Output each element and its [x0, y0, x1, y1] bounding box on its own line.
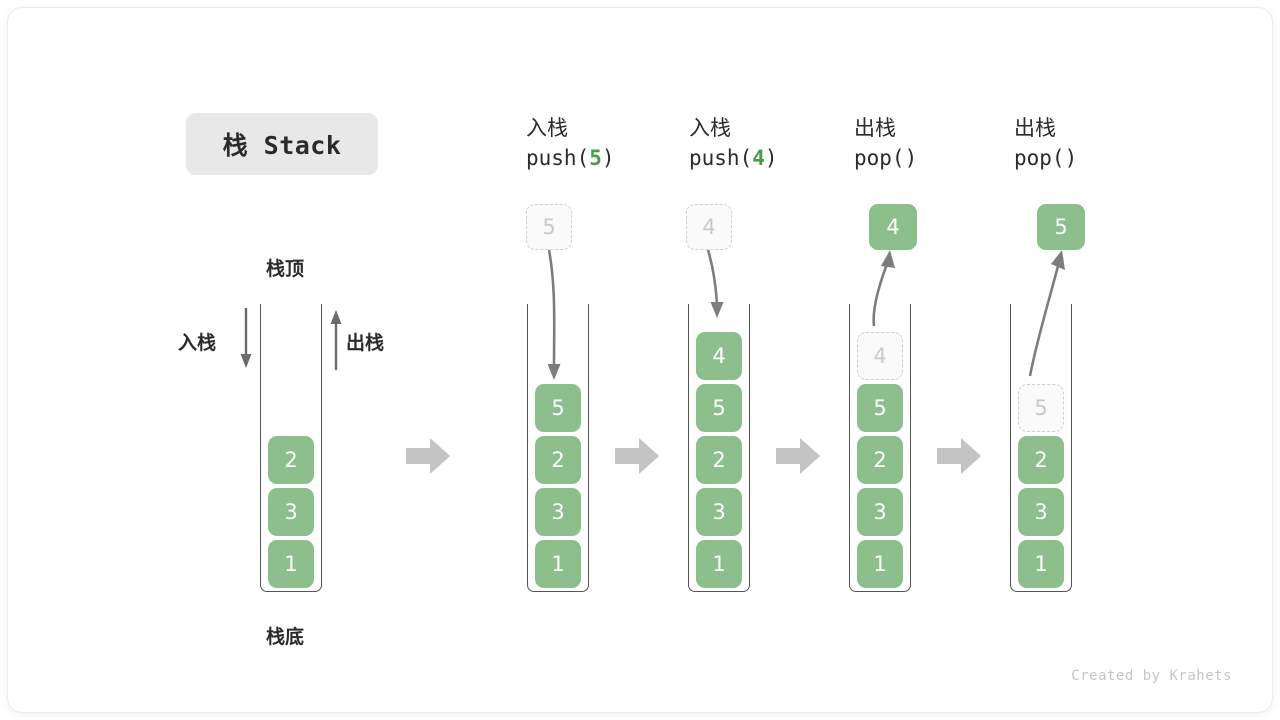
- stack-container: [527, 304, 589, 592]
- arrow-right-icon: [615, 436, 659, 481]
- step-op-label: pop(): [1014, 146, 1078, 171]
- stack-cells: 1 3 2 5 4: [849, 332, 911, 588]
- stack-cell: 2: [535, 436, 581, 484]
- push-motion-arrow: [526, 248, 586, 393]
- step-op-label: push(4): [689, 146, 778, 171]
- step-cn-label: 出栈: [854, 116, 896, 140]
- stack-cells: 1 3 2: [260, 436, 322, 588]
- stack-container: [688, 304, 750, 592]
- credit-text: Created by Krahets: [1071, 668, 1232, 684]
- popped-value-cell: 5: [1037, 204, 1085, 250]
- stack-container: [1010, 304, 1072, 592]
- step-cn-label: 入栈: [689, 116, 731, 140]
- arrow-down-icon: [238, 308, 254, 375]
- step-heading-push-5: 入栈 push(5): [526, 113, 615, 174]
- arrow-up-icon: [328, 308, 344, 375]
- stack-after-push-5: 1 3 2 5: [527, 304, 589, 592]
- stack-bottom-label: 栈底: [266, 626, 305, 648]
- step-heading-pop-4: 出栈 pop(): [854, 113, 917, 174]
- stack-container: [260, 304, 322, 592]
- stack-cell: 1: [535, 540, 581, 588]
- step-heading-push-4: 入栈 push(4): [689, 113, 778, 174]
- stack-cell: 3: [696, 488, 742, 536]
- arrow-right-icon: [937, 436, 981, 481]
- ghost-cell: 4: [686, 204, 732, 250]
- stack-cell: 2: [696, 436, 742, 484]
- stack-cells: 1 3 2 5: [1010, 384, 1072, 588]
- page-title: 栈 Stack: [186, 113, 378, 175]
- diagram-card: 栈 Stack 栈顶 入栈 出栈 栈底 1 3 2 入栈 push(5): [8, 8, 1272, 712]
- pop-legend-label: 出栈: [346, 332, 385, 354]
- stack-after-push-4: 1 3 2 5 4: [688, 304, 750, 592]
- stack-cell: 1: [696, 540, 742, 588]
- arrow-right-icon: [406, 436, 450, 481]
- stack-top-label: 栈顶: [266, 258, 305, 280]
- step-cn-label: 入栈: [526, 116, 568, 140]
- pop-motion-arrow: [848, 248, 918, 333]
- stack-cell: 2: [857, 436, 903, 484]
- stack-initial: 1 3 2: [260, 304, 322, 592]
- popped-value-cell: 4: [869, 204, 917, 250]
- stack-cell: 3: [857, 488, 903, 536]
- stack-cell: 4: [696, 332, 742, 380]
- pop-motion-arrow: [1008, 248, 1088, 383]
- step-heading-pop-5: 出栈 pop(): [1014, 113, 1077, 174]
- stack-after-pop-4: 1 3 2 5 4: [849, 304, 911, 592]
- stack-cell: 5: [696, 384, 742, 432]
- ghost-cell: 5: [526, 204, 572, 250]
- stack-cell: 1: [857, 540, 903, 588]
- stack-cell: 5: [857, 384, 903, 432]
- stack-cell: 3: [535, 488, 581, 536]
- stack-cell: 3: [268, 488, 314, 536]
- push-legend-label: 入栈: [178, 332, 217, 354]
- stack-cell: 1: [268, 540, 314, 588]
- stack-cell: 3: [1018, 488, 1064, 536]
- stack-cells: 1 3 2 5: [527, 384, 589, 588]
- step-op-label: pop(): [854, 146, 918, 171]
- stack-cell: 5: [535, 384, 581, 432]
- stack-cell: 2: [268, 436, 314, 484]
- ghost-cell: 5: [1018, 384, 1064, 432]
- stack-after-pop-5: 1 3 2 5: [1010, 304, 1072, 592]
- push-motion-arrow: [686, 248, 746, 333]
- step-cn-label: 出栈: [1014, 116, 1056, 140]
- ghost-cell: 4: [857, 332, 903, 380]
- stack-cell: 1: [1018, 540, 1064, 588]
- arrow-right-icon: [776, 436, 820, 481]
- stack-container: [849, 304, 911, 592]
- step-op-label: push(5): [526, 146, 615, 171]
- stack-cell: 2: [1018, 436, 1064, 484]
- stack-cells: 1 3 2 5 4: [688, 332, 750, 588]
